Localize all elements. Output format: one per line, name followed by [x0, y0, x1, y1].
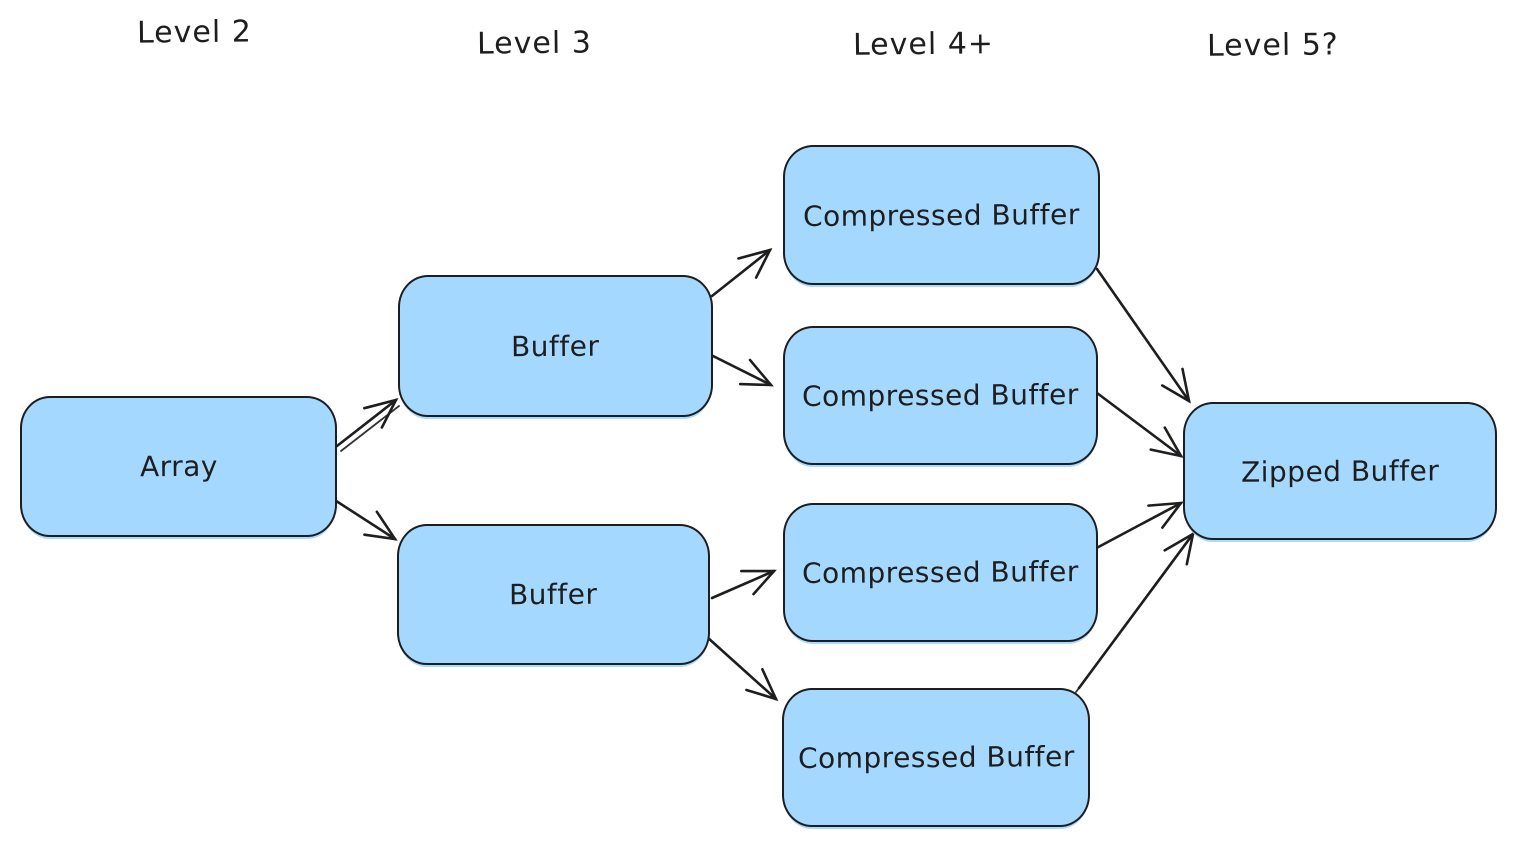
- column-header-level-3[interactable]: Level 3: [476, 25, 592, 62]
- node-zipped-buffer[interactable]: Zipped Buffer: [1183, 402, 1497, 540]
- arrow-buffer-bottom-to-compressed-buffer-3[interactable]: [710, 569, 777, 600]
- arrow-compressed-buffer-4-to-zipped-buffer[interactable]: [1075, 531, 1195, 693]
- arrow-compressed-buffer-2-to-zipped-buffer[interactable]: [1095, 391, 1184, 458]
- arrow-array-to-buffer-top[interactable]: [335, 398, 400, 452]
- node-compressed-buffer-3-label: Compressed Buffer: [801, 555, 1080, 590]
- node-compressed-buffer-1-label: Compressed Buffer: [802, 197, 1081, 233]
- arrow-buffer-top-to-compressed-buffer-2[interactable]: [703, 350, 774, 387]
- arrow-array-to-buffer-bottom[interactable]: [328, 495, 398, 541]
- node-buffer-top-label: Buffer: [511, 329, 600, 363]
- node-array-label: Array: [139, 449, 218, 484]
- node-buffer-bottom[interactable]: Buffer: [397, 524, 710, 665]
- column-header-level-5[interactable]: Level 5?: [1206, 27, 1339, 64]
- node-compressed-buffer-2-label: Compressed Buffer: [801, 378, 1080, 413]
- node-compressed-buffer-2[interactable]: Compressed Buffer: [783, 326, 1098, 465]
- arrow-compressed-buffer-3-to-zipped-buffer[interactable]: [1087, 501, 1184, 554]
- node-compressed-buffer-4-label: Compressed Buffer: [797, 740, 1075, 775]
- column-header-level-2[interactable]: Level 2: [136, 14, 252, 51]
- node-compressed-buffer-3[interactable]: Compressed Buffer: [783, 503, 1098, 642]
- arrow-buffer-top-to-compressed-buffer-1[interactable]: [710, 247, 773, 298]
- node-array[interactable]: Array: [20, 396, 337, 537]
- column-header-level-4[interactable]: Level 4+: [852, 26, 995, 63]
- arrow-compressed-buffer-1-to-zipped-buffer[interactable]: [1095, 267, 1191, 404]
- node-buffer-top[interactable]: Buffer: [398, 275, 713, 417]
- node-compressed-buffer-1[interactable]: Compressed Buffer: [783, 145, 1100, 285]
- node-buffer-bottom-label: Buffer: [509, 577, 598, 612]
- node-compressed-buffer-4[interactable]: Compressed Buffer: [782, 688, 1090, 827]
- node-zipped-buffer-label: Zipped Buffer: [1240, 453, 1440, 489]
- arrow-buffer-bottom-to-compressed-buffer-4[interactable]: [705, 635, 779, 702]
